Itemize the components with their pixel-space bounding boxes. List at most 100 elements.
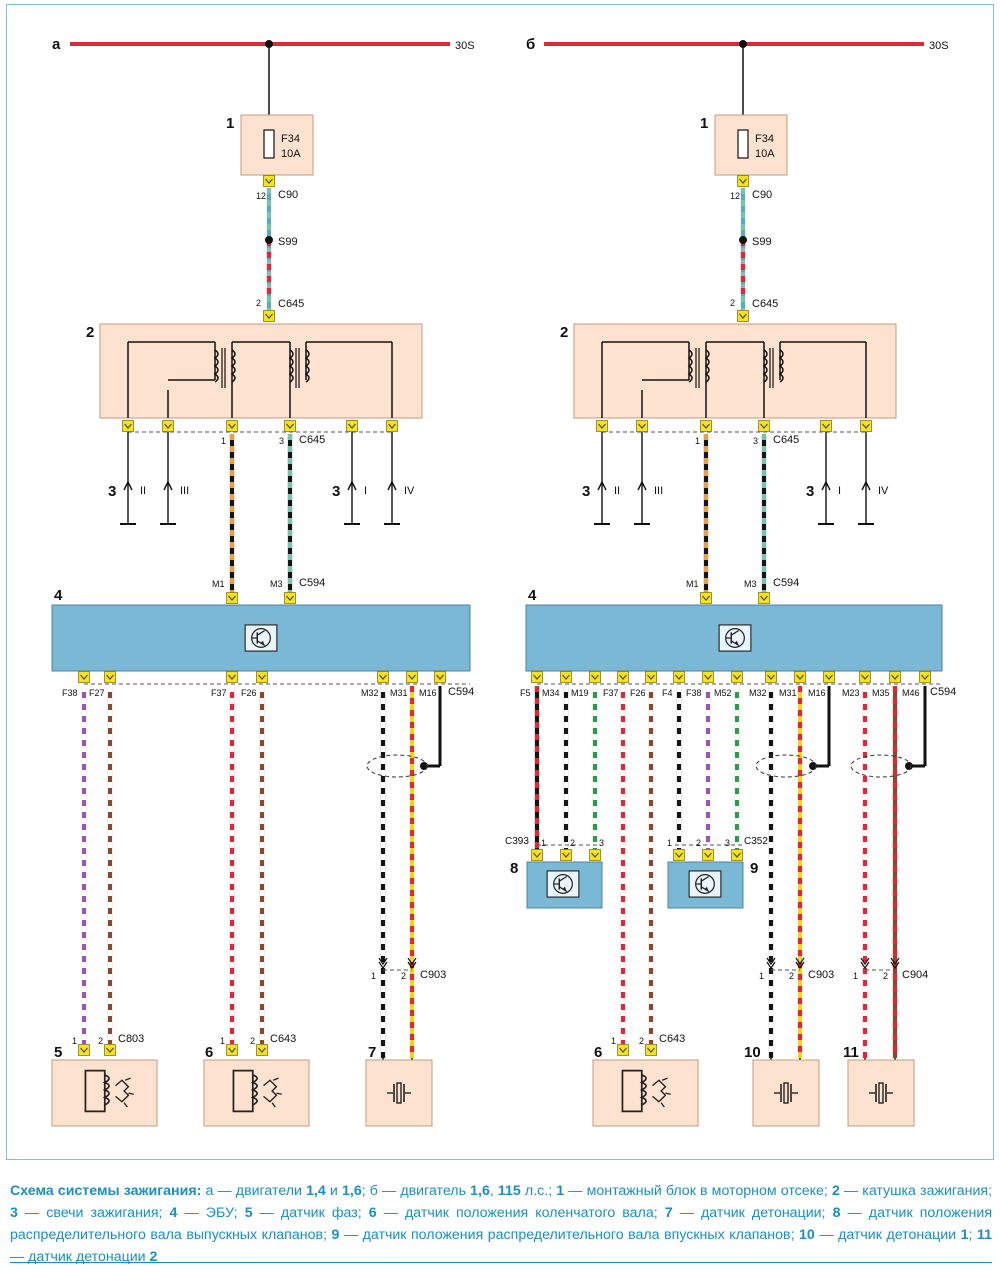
pin-number: 2 bbox=[789, 971, 794, 981]
supply-line-label: 30S bbox=[455, 40, 475, 52]
coil-output-connector bbox=[122, 420, 134, 432]
ecu-pin-label: M31 bbox=[390, 688, 408, 698]
caption-text: — датчик детонации bbox=[10, 1249, 150, 1265]
connector-label: C352 bbox=[744, 836, 768, 847]
c645-in-connector bbox=[737, 310, 749, 322]
caption-text: — датчик детонации bbox=[814, 1227, 961, 1243]
ecu-pin-label: F4 bbox=[662, 688, 673, 698]
connector-label: C645 bbox=[278, 298, 304, 310]
ecu-output-connector bbox=[673, 671, 685, 683]
ecu-pin-label: F37 bbox=[603, 688, 619, 698]
connector-label: C645 bbox=[752, 298, 778, 310]
pin-number: 12 bbox=[730, 191, 740, 201]
component-number: 9 bbox=[750, 860, 758, 877]
ecu-pin-label: M35 bbox=[872, 688, 890, 698]
connector-label: C643 bbox=[659, 1033, 685, 1045]
caption-rule bbox=[10, 1262, 992, 1263]
ignition-coil-block bbox=[99, 323, 423, 419]
sensor-connector bbox=[673, 849, 685, 861]
spark-plug-arrow bbox=[821, 480, 831, 491]
twisted-pair-shield bbox=[366, 754, 428, 778]
caption-text: , bbox=[489, 1183, 498, 1199]
ecu-pin-label: M16 bbox=[419, 688, 437, 698]
pin-number: 2 bbox=[250, 1036, 255, 1046]
component-number: 8 bbox=[510, 860, 518, 877]
c645-in-connector bbox=[263, 310, 275, 322]
sensor-connector bbox=[531, 849, 543, 861]
caption-text: — датчик положения коленчатого вала; bbox=[376, 1205, 665, 1221]
coil-output-connector bbox=[346, 420, 358, 432]
spark-plug-arrow bbox=[387, 480, 397, 491]
knock-sensor-box bbox=[365, 1059, 433, 1127]
spark-plug-roman-label: I bbox=[838, 485, 841, 497]
sensor-connector bbox=[560, 849, 572, 861]
shield-junction bbox=[905, 762, 913, 770]
spark-plug-arrow bbox=[637, 480, 647, 491]
caption-bold: 2 bbox=[831, 1183, 840, 1199]
coil-winding bbox=[762, 349, 768, 383]
connector-label: C645 bbox=[299, 434, 325, 446]
pin-number: 2 bbox=[256, 298, 261, 308]
caption-text: ; б — двигатель bbox=[361, 1183, 471, 1199]
splice-label: S99 bbox=[278, 236, 298, 248]
pin-label: M3 bbox=[744, 579, 757, 589]
spark-plug-arrow bbox=[123, 480, 133, 491]
ecu-pin-label: M31 bbox=[779, 688, 797, 698]
caption-bold: 1,6 bbox=[342, 1183, 362, 1199]
spark-plug-arrow bbox=[597, 480, 607, 491]
coil-output-connector bbox=[860, 420, 872, 432]
connector-label: C903 bbox=[808, 969, 834, 981]
ecu-output-connector bbox=[823, 671, 835, 683]
connector-label: C594 bbox=[773, 577, 799, 589]
ecu-pin-label: M19 bbox=[571, 688, 589, 698]
mounting-block-number: 1 bbox=[700, 115, 708, 132]
ecu-pin-label: M23 bbox=[842, 688, 860, 698]
component-number: 5 bbox=[54, 1044, 62, 1061]
caption-bold: 3 bbox=[10, 1205, 18, 1221]
ecu-output-connector bbox=[78, 671, 90, 683]
coil-output-connector bbox=[386, 420, 398, 432]
spark-plug-roman-label: II bbox=[614, 485, 620, 497]
ecu-output-connector bbox=[256, 671, 268, 683]
pin-label: M3 bbox=[270, 579, 283, 589]
connector-label: C594 bbox=[448, 686, 474, 698]
pin-number: 1 bbox=[371, 971, 376, 981]
caption-bold: 10 bbox=[799, 1227, 815, 1243]
c90-connector bbox=[737, 175, 749, 187]
ecu-output-connector bbox=[531, 671, 543, 683]
caption-text: ; bbox=[968, 1227, 977, 1243]
diagram-frame bbox=[6, 4, 994, 1160]
component-number: 10 bbox=[744, 1044, 761, 1061]
caption-bold: 1 bbox=[960, 1227, 969, 1243]
component-number: 6 bbox=[594, 1044, 602, 1061]
pin-number: 2 bbox=[883, 971, 888, 981]
coil-output-connector bbox=[226, 420, 238, 432]
ecu-input-connector bbox=[700, 592, 712, 604]
ecu-pin-label: M46 bbox=[902, 688, 920, 698]
pin-number: 3 bbox=[725, 838, 730, 848]
caption-bold: 2 bbox=[149, 1249, 158, 1265]
ecu-output-connector bbox=[617, 671, 629, 683]
hall-sensor-icon bbox=[688, 870, 722, 898]
spark-plug-arrow bbox=[347, 480, 357, 491]
pin-number: 2 bbox=[696, 838, 701, 848]
ecu-output-connector bbox=[434, 671, 446, 683]
ecu-pin-label: M16 bbox=[808, 688, 826, 698]
ecu-transistor-icon bbox=[718, 624, 752, 652]
component-number: 7 bbox=[368, 1044, 376, 1061]
sensor-connector bbox=[645, 1044, 657, 1056]
connector-label: C90 bbox=[278, 189, 298, 201]
hall-sensor-icon bbox=[546, 870, 580, 898]
supply-line-label: 30S bbox=[929, 40, 949, 52]
pin-number: 1 bbox=[695, 436, 700, 446]
fuse-rating: 10A bbox=[755, 148, 775, 160]
ecu-pin-label: F26 bbox=[241, 688, 257, 698]
pin-label: M1 bbox=[212, 579, 225, 589]
pin-number: 3 bbox=[599, 838, 604, 848]
twisted-pair-shield bbox=[850, 754, 912, 778]
coil-winding bbox=[213, 349, 219, 383]
coil-output-connector bbox=[636, 420, 648, 432]
spark-plug-roman-label: IV bbox=[878, 485, 889, 497]
fuse-element bbox=[737, 129, 749, 159]
